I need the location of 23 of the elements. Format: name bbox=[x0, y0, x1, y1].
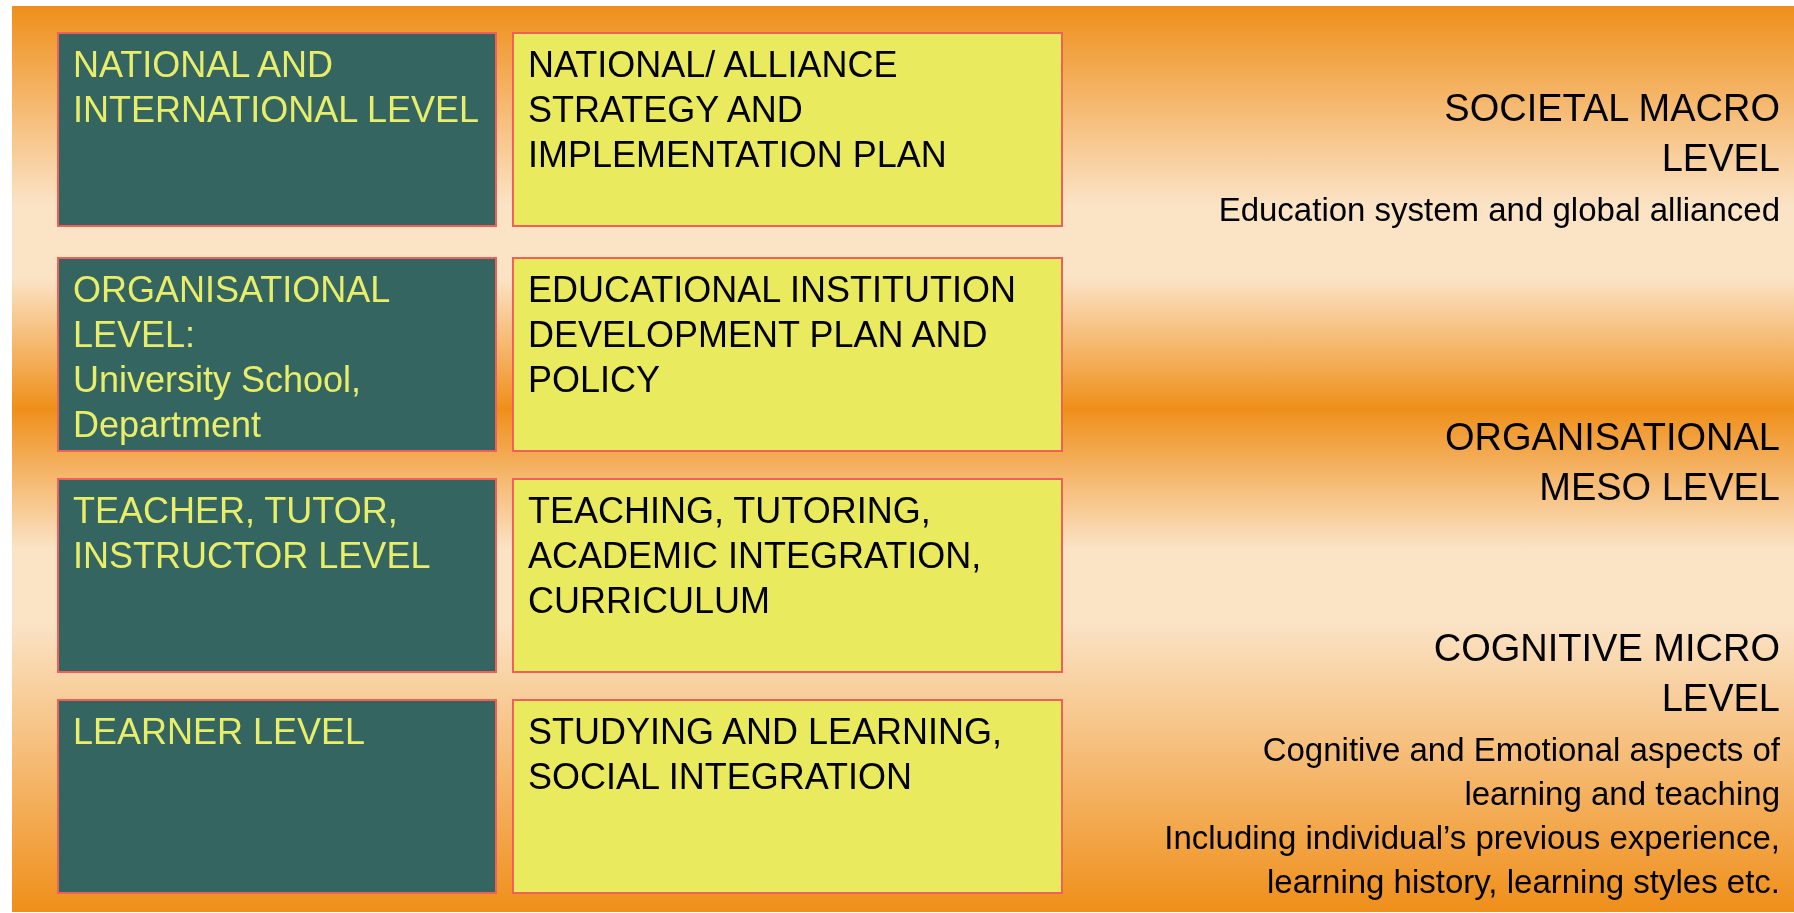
box-text: EDUCATIONAL INSTITUTION DEVELOPMENT PLAN AND POLICY bbox=[528, 268, 1018, 402]
level-heading: ORGANISATIONAL MESO LEVEL bbox=[1443, 415, 1780, 510]
box-text: TEACHING, TUTORING, ACADEMIC INTEGRATION, CURRICULUM bbox=[528, 489, 983, 623]
box-text: University School, Department bbox=[73, 358, 363, 447]
level-description: Education system and global allianced bbox=[1217, 190, 1780, 230]
level-description: Including individual’s previous experience, learning history, learning styles etc. bbox=[1163, 818, 1780, 902]
level-box bbox=[57, 32, 497, 227]
box-text: TEACHER, TUTOR, INSTRUCTOR LEVEL bbox=[73, 489, 432, 578]
box-text: LEARNER LEVEL bbox=[73, 710, 367, 754]
box-text: NATIONAL AND INTERNATIONAL LEVEL bbox=[73, 43, 481, 132]
description-box bbox=[512, 32, 1063, 227]
box-text: ORGANISATIONAL LEVEL: bbox=[73, 268, 391, 357]
box-text: STUDYING AND LEARNING, SOCIAL INTEGRATION bbox=[528, 710, 1004, 799]
description-box bbox=[512, 478, 1063, 673]
level-box bbox=[57, 257, 497, 452]
level-box bbox=[57, 478, 497, 673]
box-text: NATIONAL/ ALLIANCE STRATEGY AND IMPLEMENTATION PLAN bbox=[528, 43, 948, 177]
description-box bbox=[512, 699, 1063, 894]
level-description: Cognitive and Emotional aspects of learning and teaching bbox=[1261, 730, 1780, 814]
level-heading: COGNITIVE MICRO LEVEL bbox=[1432, 626, 1780, 721]
description-box bbox=[512, 257, 1063, 452]
level-heading: SOCIETAL MACRO LEVEL bbox=[1443, 86, 1780, 181]
level-box bbox=[57, 699, 497, 894]
